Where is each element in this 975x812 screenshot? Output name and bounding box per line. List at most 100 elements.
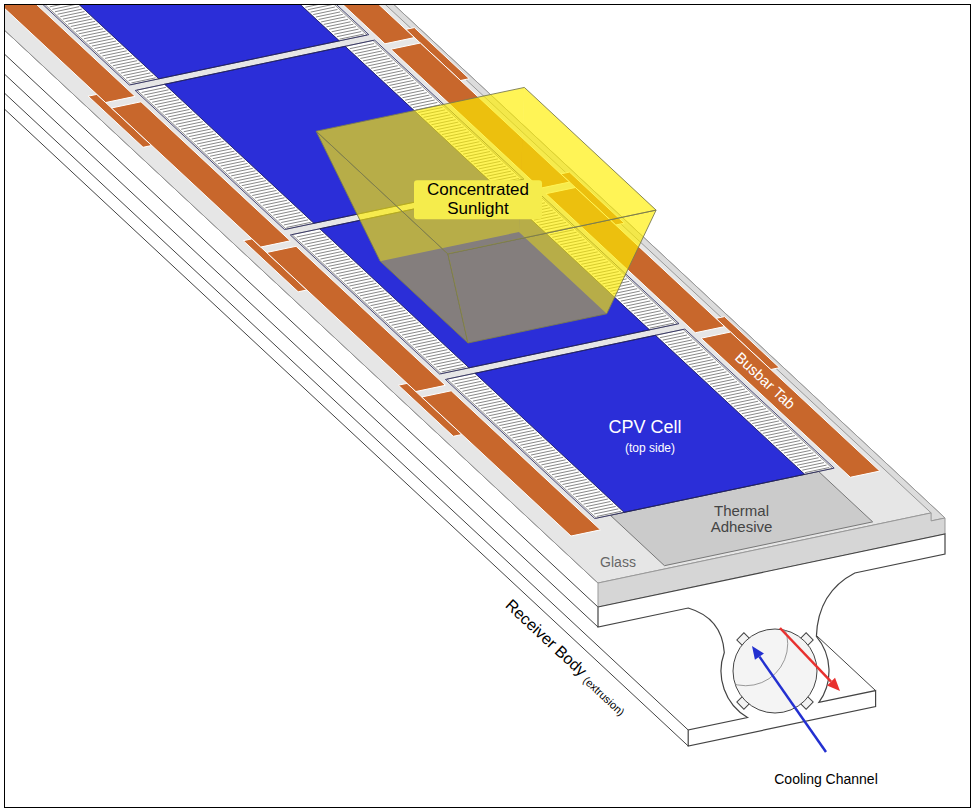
busbar-tab: [111, 102, 290, 247]
finger-line: [368, 298, 392, 303]
finger-line: [536, 455, 560, 460]
cold-flow-arrow-shaft: [759, 657, 826, 752]
finger-line: [689, 360, 713, 365]
glass-label: Glass: [600, 555, 636, 570]
finger-line: [668, 340, 692, 345]
finger-line: [547, 465, 571, 470]
finger-line: [92, 41, 116, 46]
finger-line: [763, 428, 787, 433]
finger-line: [355, 48, 379, 53]
finger-line: [481, 403, 505, 408]
finger-line: [528, 448, 552, 453]
finger-line: [771, 436, 795, 441]
finger-line: [734, 401, 758, 406]
finger-line: [426, 352, 450, 357]
finger-line: [434, 359, 458, 364]
finger-line: [326, 259, 350, 264]
receiver-body-profile: [598, 534, 945, 746]
finger-line: [647, 321, 671, 326]
finger-line: [94, 43, 118, 48]
finger-line: [66, 16, 90, 21]
finger-line: [686, 357, 710, 362]
finger-line: [281, 217, 305, 222]
beam-face: [316, 87, 656, 253]
finger-line: [578, 494, 602, 499]
finger-line: [365, 296, 389, 301]
finger-line: [626, 301, 650, 306]
finger-line: [58, 9, 82, 14]
finger-line: [387, 78, 411, 83]
finger-line: [639, 313, 663, 318]
finger-line: [376, 68, 400, 73]
finger-line: [755, 421, 779, 426]
finger-line: [389, 80, 413, 85]
finger-line: [526, 445, 550, 450]
finger-line: [352, 46, 376, 51]
finger-line: [747, 414, 771, 419]
finger-line: [570, 487, 594, 492]
finger-line: [373, 303, 397, 308]
finger-line: [631, 306, 655, 311]
finger-line: [634, 308, 658, 313]
finger-line: [792, 455, 816, 460]
finger-line: [742, 409, 766, 414]
finger-line: [718, 387, 742, 392]
finger-line: [768, 433, 792, 438]
finger-line: [116, 63, 140, 68]
finger-line: [186, 129, 210, 134]
finger-line: [684, 355, 708, 360]
finger-line: [779, 443, 803, 448]
finger-line: [710, 379, 734, 384]
finger-line: [397, 88, 421, 93]
finger-line: [344, 276, 368, 281]
finger-line: [155, 100, 179, 105]
finger-line: [386, 315, 410, 320]
finger-line: [318, 14, 342, 19]
light-beam-label: Concentrated Sunlight: [414, 180, 542, 219]
finger-line: [147, 92, 171, 97]
finger-line: [181, 124, 205, 129]
finger-line: [378, 308, 402, 313]
finger-line: [473, 396, 497, 401]
finger-line: [250, 188, 274, 193]
finger-line: [242, 181, 266, 186]
finger-line: [645, 318, 669, 323]
finger-line: [76, 26, 100, 31]
busbar-tab: [236, 5, 415, 44]
finger-line: [63, 14, 87, 19]
finger-line: [520, 440, 544, 445]
finger-line: [439, 364, 463, 369]
finger-line: [324, 19, 348, 24]
finger-line: [273, 210, 297, 215]
finger-line: [555, 472, 579, 477]
drawing-area: [5, 5, 945, 752]
finger-line: [299, 234, 323, 239]
finger-line: [176, 119, 200, 124]
finger-line: [357, 288, 381, 293]
finger-line: [305, 239, 329, 244]
finger-line: [305, 5, 329, 7]
finger-line: [707, 377, 731, 382]
hot-flow-arrow-shaft: [780, 628, 831, 682]
finger-line: [307, 242, 331, 247]
finger-line: [497, 418, 521, 423]
finger-line: [160, 105, 184, 110]
finger-line: [68, 19, 92, 24]
finger-line: [189, 132, 213, 137]
finger-line: [671, 342, 695, 347]
finger-line: [692, 362, 716, 367]
finger-line: [168, 112, 192, 117]
finger-line: [376, 305, 400, 310]
finger-line: [279, 215, 303, 220]
finger-line: [268, 205, 292, 210]
finger-line: [739, 406, 763, 411]
finger-line: [360, 291, 384, 296]
finger-line: [539, 457, 563, 462]
finger-line: [207, 149, 231, 154]
finger-line: [637, 311, 661, 316]
finger-line: [408, 98, 432, 103]
finger-line: [642, 316, 666, 321]
finger-line: [370, 301, 394, 306]
finger-line: [329, 24, 353, 29]
